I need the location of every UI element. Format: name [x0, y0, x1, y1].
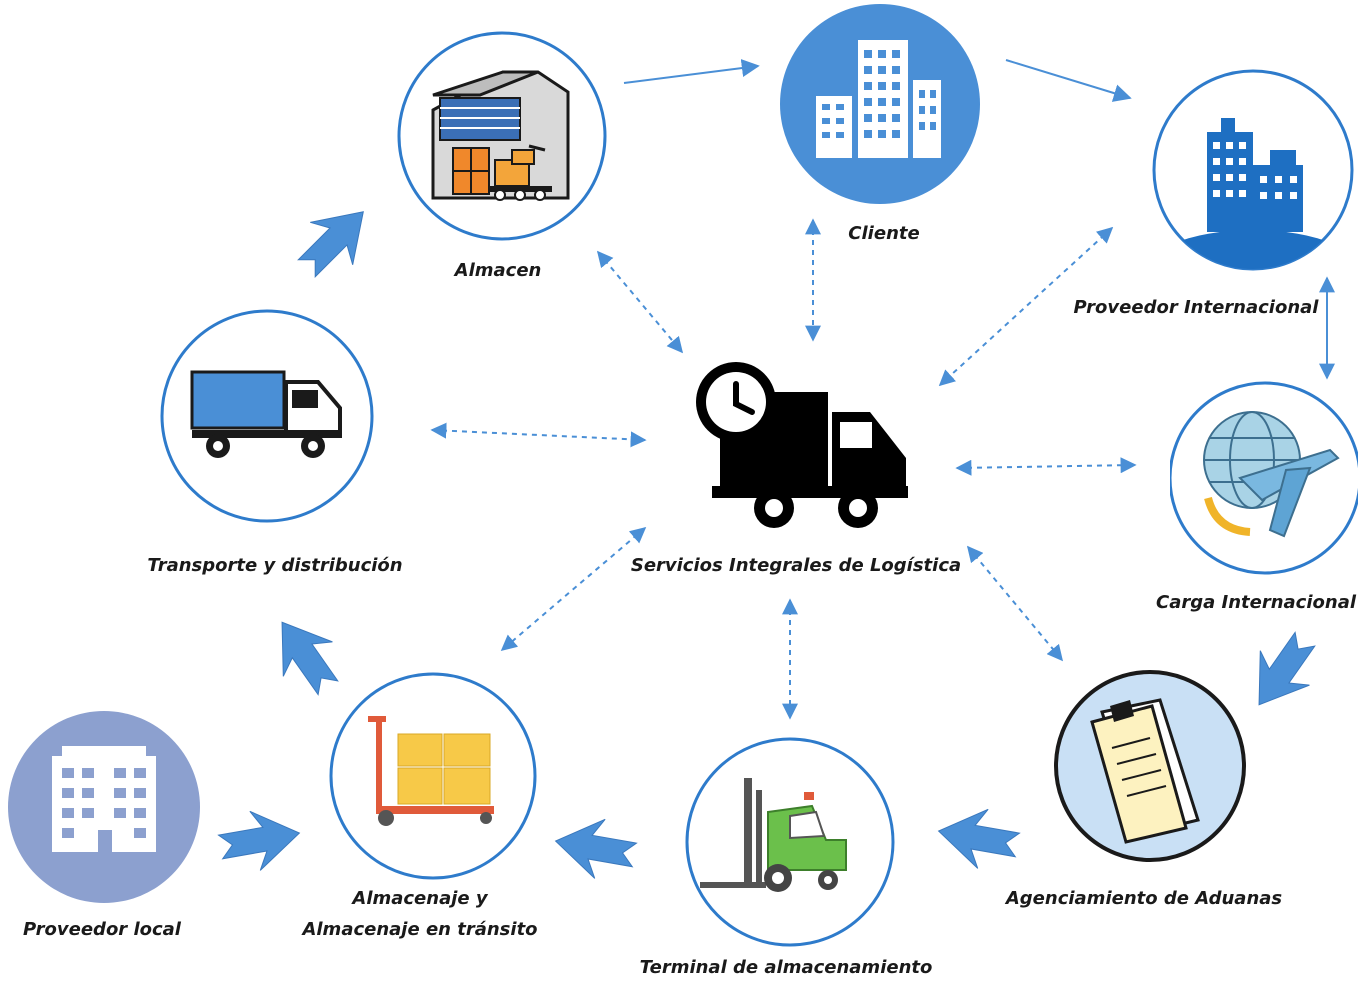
link-almacen	[596, 250, 684, 354]
node-proveedor-internacional	[1152, 69, 1354, 271]
forklift-icon	[700, 778, 847, 892]
arrow-almacen-to-cliente	[623, 59, 760, 84]
node-cliente	[780, 4, 980, 204]
warehouse-icon	[431, 70, 570, 201]
node-almacenaje	[329, 672, 537, 880]
chevron-terminal-to-almacenaje	[554, 818, 638, 879]
label-proveedor-local: Proveedor local	[23, 919, 181, 940]
link-carga	[955, 457, 1137, 476]
chevron-arrows	[217, 211, 1316, 879]
label-proveedor-internacional: Proveedor Internacional	[1073, 297, 1319, 318]
link-agenciamiento	[966, 545, 1064, 662]
node-almacen	[397, 31, 607, 241]
globe-airplane-icon	[1203, 411, 1340, 538]
link-almacenaje	[500, 526, 647, 652]
chevron-proveedorlocal-to-almacenaje	[217, 810, 301, 871]
center-servicios	[696, 362, 908, 528]
link-transporte	[430, 422, 647, 448]
label-transporte: Transporte y distribución	[147, 555, 403, 576]
label-agenciamiento: Agenciamiento de Aduanas	[1005, 888, 1283, 909]
clock-truck-icon	[696, 362, 908, 528]
office-building-icon	[52, 746, 156, 852]
node-carga-internacional	[1170, 381, 1358, 575]
label-almacen: Almacen	[454, 260, 542, 281]
label-almacenaje-line2: Almacenaje en tránsito	[302, 919, 538, 940]
label-almacenaje-line1: Almacenaje y	[352, 888, 488, 909]
arrow-cliente-to-proveedor	[1005, 59, 1132, 102]
node-terminal	[685, 737, 895, 947]
label-carga-internacional: Carga Internacional	[1155, 592, 1357, 613]
chevron-almacenaje-to-transporte	[281, 621, 339, 696]
chevron-carga-to-agenciamiento	[1258, 631, 1316, 706]
dashed-links	[430, 218, 1137, 720]
chevron-transporte-to-almacen	[297, 211, 364, 278]
hand-pallet-truck-icon	[368, 716, 494, 826]
node-agenciamiento	[1054, 670, 1246, 862]
top-flow-lines	[623, 59, 1335, 380]
chevron-agenciamiento-to-terminal	[937, 808, 1021, 869]
node-proveedor-local	[8, 711, 200, 903]
label-servicios: Servicios Integrales de Logística	[630, 555, 962, 576]
label-terminal: Terminal de almacenamiento	[639, 957, 933, 978]
office-buildings-icon	[816, 40, 941, 158]
delivery-truck-icon	[190, 370, 342, 458]
clipboard-documents-icon	[1090, 698, 1200, 844]
node-transporte	[160, 309, 374, 523]
label-cliente: Cliente	[848, 223, 920, 244]
link-proveedor-internacional	[938, 226, 1114, 387]
